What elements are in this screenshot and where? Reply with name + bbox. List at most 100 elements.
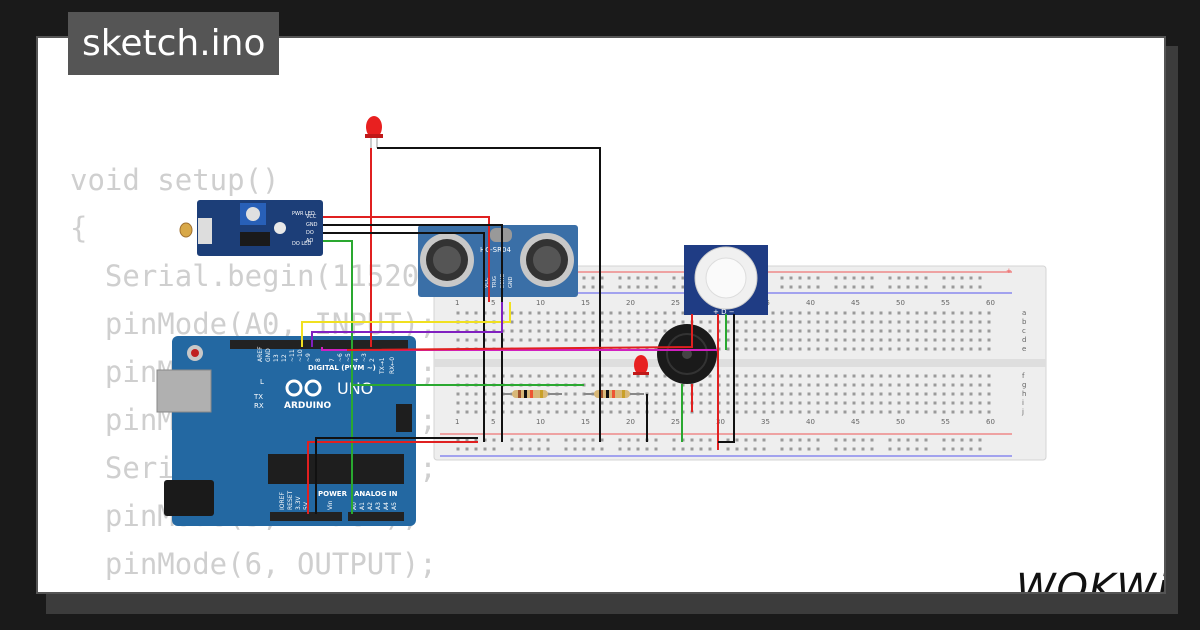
breadboard-hole[interactable]: [870, 276, 874, 280]
ldr-module[interactable]: PWR LED DO LED VCC GND DO AO: [179, 200, 323, 256]
breadboard-hole[interactable]: [762, 338, 766, 342]
breadboard-hole[interactable]: [519, 447, 523, 451]
breadboard-hole[interactable]: [861, 347, 865, 351]
breadboard-hole[interactable]: [618, 447, 622, 451]
breadboard-hole[interactable]: [519, 401, 523, 405]
breadboard-hole[interactable]: [870, 410, 874, 414]
breadboard-hole[interactable]: [825, 347, 829, 351]
breadboard-hole[interactable]: [969, 392, 973, 396]
breadboard-hole[interactable]: [564, 329, 568, 333]
breadboard-hole[interactable]: [708, 410, 712, 414]
breadboard-hole[interactable]: [915, 338, 919, 342]
breadboard-hole[interactable]: [807, 374, 811, 378]
breadboard-hole[interactable]: [456, 392, 460, 396]
breadboard-hole[interactable]: [582, 338, 586, 342]
breadboard-hole[interactable]: [906, 392, 910, 396]
breadboard-hole[interactable]: [870, 320, 874, 324]
breadboard-hole[interactable]: [708, 329, 712, 333]
breadboard-hole[interactable]: [960, 311, 964, 315]
breadboard-hole[interactable]: [960, 329, 964, 333]
breadboard-hole[interactable]: [663, 383, 667, 387]
breadboard-hole[interactable]: [582, 401, 586, 405]
breadboard-hole[interactable]: [978, 320, 982, 324]
breadboard-hole[interactable]: [474, 401, 478, 405]
breadboard-hole[interactable]: [906, 320, 910, 324]
breadboard-hole[interactable]: [816, 347, 820, 351]
breadboard-hole[interactable]: [906, 285, 910, 289]
breadboard-hole[interactable]: [897, 410, 901, 414]
breadboard-hole[interactable]: [780, 383, 784, 387]
breadboard-hole[interactable]: [618, 374, 622, 378]
breadboard-hole[interactable]: [969, 447, 973, 451]
breadboard-hole[interactable]: [897, 447, 901, 451]
breadboard-hole[interactable]: [933, 401, 937, 405]
breadboard-hole[interactable]: [573, 320, 577, 324]
breadboard-hole[interactable]: [960, 447, 964, 451]
breadboard-hole[interactable]: [573, 311, 577, 315]
breadboard-hole[interactable]: [753, 447, 757, 451]
breadboard-hole[interactable]: [915, 447, 919, 451]
breadboard-hole[interactable]: [645, 329, 649, 333]
breadboard-hole[interactable]: [798, 347, 802, 351]
breadboard-hole[interactable]: [645, 320, 649, 324]
breadboard-hole[interactable]: [807, 401, 811, 405]
breadboard-hole[interactable]: [591, 338, 595, 342]
breadboard-hole[interactable]: [636, 285, 640, 289]
breadboard-hole[interactable]: [672, 410, 676, 414]
breadboard-hole[interactable]: [492, 438, 496, 442]
breadboard-hole[interactable]: [924, 338, 928, 342]
breadboard-hole[interactable]: [564, 401, 568, 405]
breadboard-hole[interactable]: [825, 329, 829, 333]
breadboard-hole[interactable]: [636, 374, 640, 378]
breadboard-hole[interactable]: [933, 320, 937, 324]
breadboard-hole[interactable]: [780, 329, 784, 333]
breadboard-hole[interactable]: [906, 447, 910, 451]
breadboard-hole[interactable]: [627, 276, 631, 280]
breadboard-hole[interactable]: [843, 311, 847, 315]
breadboard-hole[interactable]: [915, 285, 919, 289]
breadboard-hole[interactable]: [978, 347, 982, 351]
breadboard-hole[interactable]: [915, 410, 919, 414]
breadboard-hole[interactable]: [798, 374, 802, 378]
breadboard-hole[interactable]: [942, 374, 946, 378]
breadboard-hole[interactable]: [978, 438, 982, 442]
breadboard-hole[interactable]: [654, 374, 658, 378]
breadboard-hole[interactable]: [555, 320, 559, 324]
breadboard-hole[interactable]: [915, 311, 919, 315]
breadboard-hole[interactable]: [915, 401, 919, 405]
breadboard-hole[interactable]: [456, 410, 460, 414]
breadboard-hole[interactable]: [843, 329, 847, 333]
breadboard-hole[interactable]: [951, 374, 955, 378]
breadboard-hole[interactable]: [861, 374, 865, 378]
breadboard-hole[interactable]: [942, 311, 946, 315]
breadboard-hole[interactable]: [636, 401, 640, 405]
breadboard-hole[interactable]: [618, 285, 622, 289]
breadboard-hole[interactable]: [834, 285, 838, 289]
breadboard-hole[interactable]: [744, 447, 748, 451]
breadboard-hole[interactable]: [951, 329, 955, 333]
breadboard-hole[interactable]: [906, 276, 910, 280]
breadboard-hole[interactable]: [771, 392, 775, 396]
breadboard-hole[interactable]: [573, 374, 577, 378]
breadboard-hole[interactable]: [924, 392, 928, 396]
breadboard-hole[interactable]: [636, 311, 640, 315]
breadboard-hole[interactable]: [708, 392, 712, 396]
breadboard-hole[interactable]: [600, 311, 604, 315]
breadboard-hole[interactable]: [969, 401, 973, 405]
breadboard-hole[interactable]: [645, 311, 649, 315]
breadboard-hole[interactable]: [546, 338, 550, 342]
breadboard-hole[interactable]: [600, 338, 604, 342]
breadboard-hole[interactable]: [825, 392, 829, 396]
breadboard-hole[interactable]: [924, 311, 928, 315]
breadboard-hole[interactable]: [708, 320, 712, 324]
breadboard-hole[interactable]: [573, 438, 577, 442]
breadboard-hole[interactable]: [897, 329, 901, 333]
breadboard-hole[interactable]: [681, 285, 685, 289]
breadboard-hole[interactable]: [609, 329, 613, 333]
breadboard-hole[interactable]: [555, 401, 559, 405]
breadboard-hole[interactable]: [672, 392, 676, 396]
breadboard-hole[interactable]: [960, 338, 964, 342]
breadboard-hole[interactable]: [600, 285, 604, 289]
breadboard-hole[interactable]: [537, 438, 541, 442]
breadboard-hole[interactable]: [780, 347, 784, 351]
